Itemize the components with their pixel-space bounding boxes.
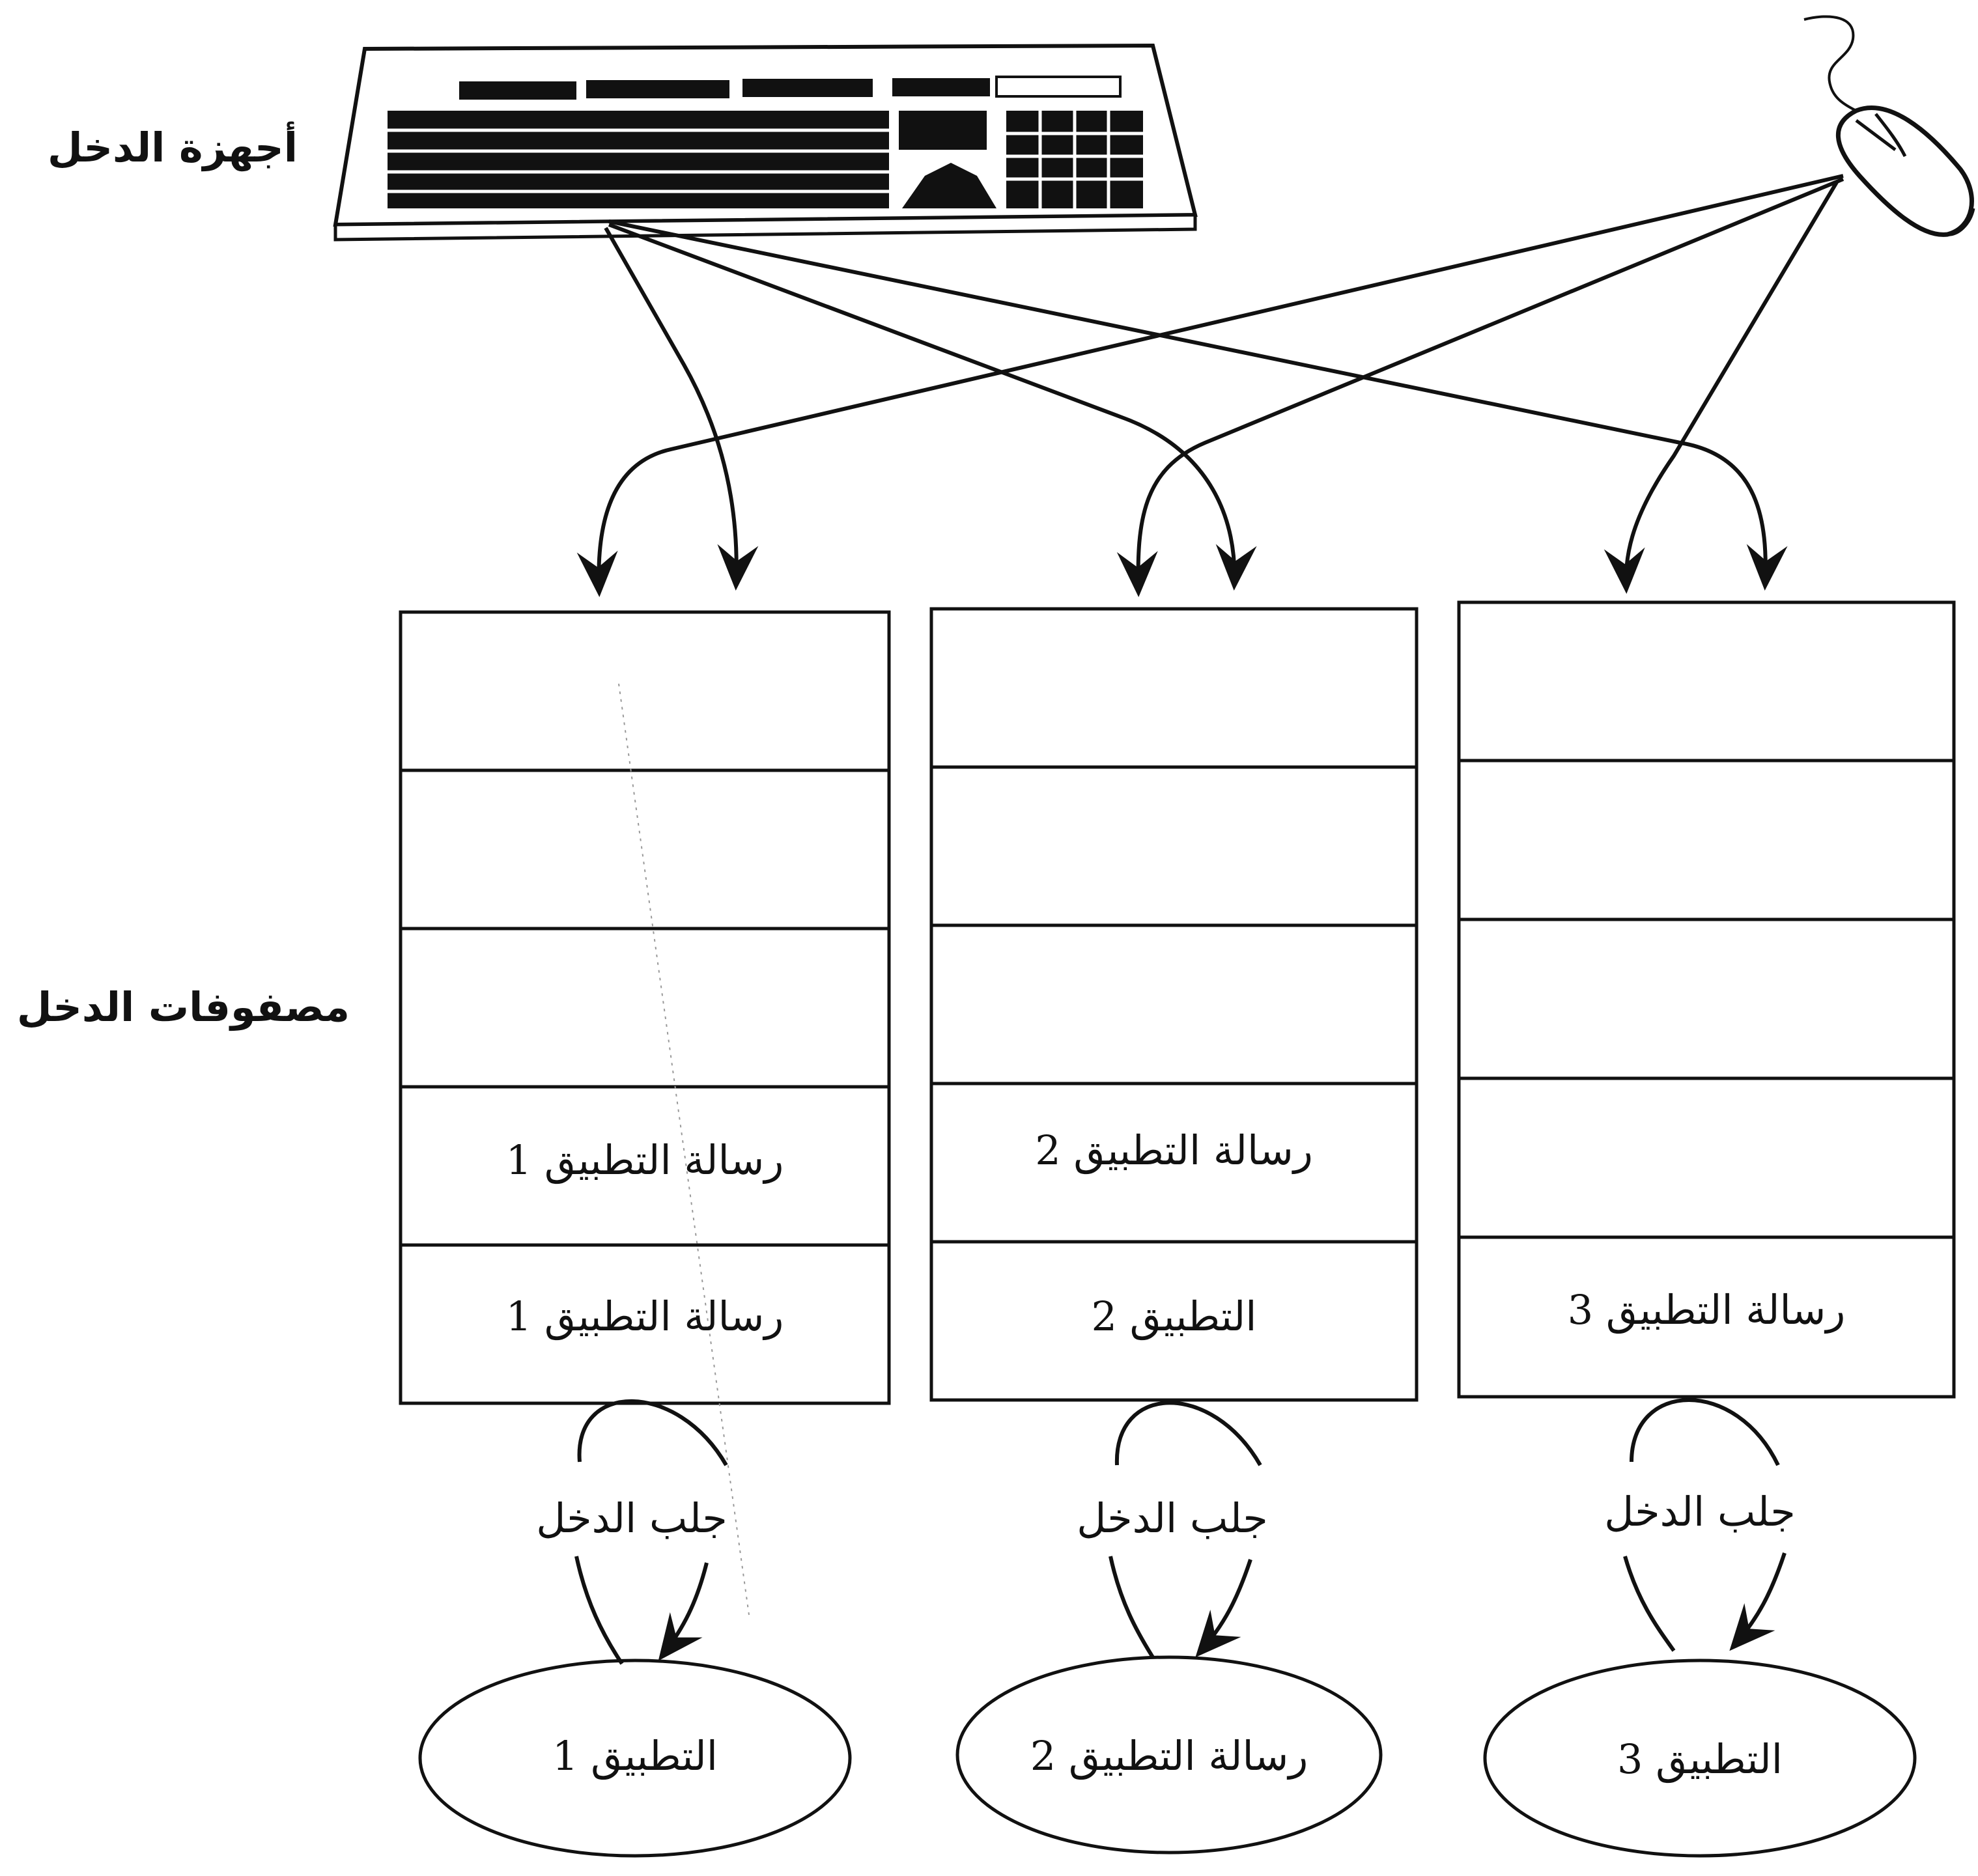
routing-arrows xyxy=(576,174,1844,597)
fetch-loop-3 xyxy=(1630,1398,1780,1466)
arrow-mouse-to-queue-1 xyxy=(576,174,1844,597)
app-1-ellipse xyxy=(418,1659,852,1858)
queue-3-cell-5-text: رسالة التطبيق 3 xyxy=(1567,1286,1846,1334)
keyboard-icon xyxy=(333,43,1198,242)
queue-1-cell-5-text: رسالة التطبيق 1 xyxy=(505,1293,784,1340)
app-1-label: التطبيق 1 xyxy=(552,1732,718,1780)
queue-1 xyxy=(399,610,891,1405)
app-2-label: رسالة التطبيق 2 xyxy=(1030,1732,1308,1780)
arrow-mouse-to-queue-2 xyxy=(1116,177,1844,597)
fetch-loop-2 xyxy=(1114,1401,1262,1466)
queue-2 xyxy=(929,607,1419,1402)
fetch-loop-1-arrow xyxy=(658,1562,709,1661)
app-2-ellipse xyxy=(955,1655,1383,1855)
mouse-icon xyxy=(1803,15,1975,237)
arrow-mouse-to-queue-3 xyxy=(1604,181,1839,594)
fetch-loop-3-arrow xyxy=(1729,1552,1787,1651)
fetch-loop-1 xyxy=(577,1399,728,1466)
queue-2-cell-4-text: رسالة التطبيق 2 xyxy=(1035,1127,1313,1174)
queue-1-cell-4-text: رسالة التطبيق 1 xyxy=(505,1136,784,1184)
fetch-loop-1-down xyxy=(574,1556,624,1665)
app-3-ellipse xyxy=(1483,1659,1917,1858)
app-3-label: التطبيق 3 xyxy=(1617,1735,1783,1783)
fetch-label-1: جلب الدخل xyxy=(536,1494,728,1542)
queue-2-cell-5-text: التطبيق 2 xyxy=(1091,1293,1257,1340)
scan-artifact xyxy=(618,683,750,1616)
fetch-loops xyxy=(574,1398,1787,1665)
fetch-loop-3-down xyxy=(1623,1556,1676,1652)
fetch-label-3: جلب الدخل xyxy=(1604,1488,1796,1535)
fetch-loop-2-arrow xyxy=(1195,1559,1252,1658)
queue-3 xyxy=(1457,600,1956,1399)
arrow-keyboard-to-queue-2 xyxy=(608,223,1257,591)
fetch-loop-2-down xyxy=(1109,1556,1155,1659)
fetch-label-2: جلب الدخل xyxy=(1077,1494,1268,1542)
input-devices-label: أجهزة الدخل xyxy=(48,124,298,171)
input-queues-label: مصفوفات الدخل xyxy=(16,983,350,1031)
arrow-keyboard-to-queue-1 xyxy=(604,227,759,591)
arrow-keyboard-to-queue-3 xyxy=(608,219,1788,591)
